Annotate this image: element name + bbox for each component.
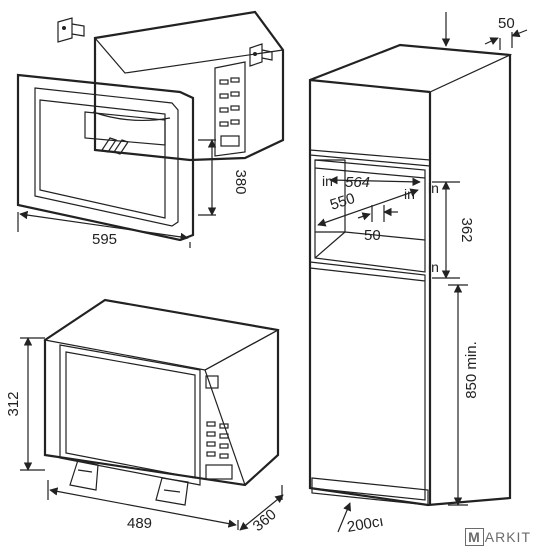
support-feet [101,137,129,155]
floor-height-dimension: 850 min. [448,284,480,506]
oven-height-dimension: 312 [5,337,45,471]
oven-height-label: 312 [5,391,22,416]
oven-width-label: 489 [127,515,152,532]
gap-back-dimension: 50 [357,205,398,244]
in-label: in [322,173,333,189]
upper-panel [309,149,431,167]
in-label: in [428,259,439,275]
frame-height-dimension: 380 [198,139,249,216]
niche-width-dimension: in 564 in [322,173,439,196]
tall-cabinet: 50 in 564 in 550 in 50 in 362 [308,12,528,536]
frame-width-dimension: 595 [17,210,191,248]
frame-height-label: 380 [232,169,249,194]
floor-height-label: 850 min. [463,341,480,399]
niche-depth-dimension: 550 in [317,186,419,227]
control-panel-buttons [205,375,233,480]
frame-width-label: 595 [92,231,117,248]
top-depth-dimension: 50 [441,12,528,50]
oven-depth-label: 360 [250,506,280,535]
vent-opening-label: 200cı [346,513,385,536]
watermark-text: ARKIT [484,529,531,545]
niche-height-dimension: in 362 [428,181,475,279]
microwave-oven-assembly: 312 489 360 [5,298,284,535]
oven-depth-dimension: 360 [239,485,284,535]
microwave-back-body [92,10,285,162]
mounting-bracket-icon [57,17,85,43]
trim-frame-assembly: 595 380 [16,10,285,248]
lower-cabinet-door [309,261,426,501]
microwave-door [59,344,201,486]
in-label: in [404,186,415,202]
top-depth-label: 50 [498,15,515,32]
niche-width-label: 564 [345,174,370,191]
niche-height-label: 362 [458,217,475,242]
mounting-bracket-icon [249,43,273,67]
vent-opening-dimension: 200cı [337,502,385,536]
control-panel-buttons [219,77,240,147]
in-label: in [428,180,439,196]
oven-width-dimension: 489 [47,480,239,532]
plinth-vent [311,477,429,506]
gap-back-label: 50 [364,227,381,244]
watermark-letter: M [465,528,484,546]
niche-depth-label: 550 [328,190,357,214]
